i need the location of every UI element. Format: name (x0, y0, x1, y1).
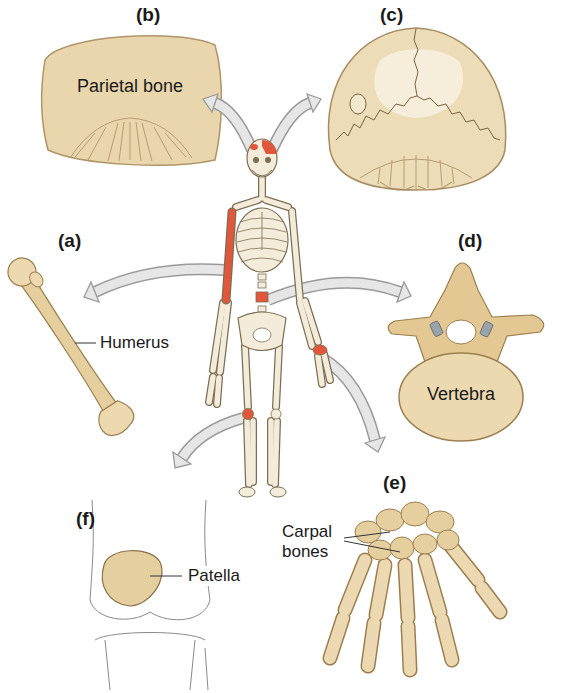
panel-letter: (d) (458, 230, 482, 252)
leader-line (75, 343, 96, 344)
bone-name: Parietal bone (77, 76, 183, 97)
leader-line (344, 532, 390, 538)
pointer-arrows (84, 94, 411, 468)
parietal-bone-drawing (42, 36, 222, 166)
panel-letter: (e) (383, 472, 406, 494)
knee-drawing (90, 500, 210, 690)
vertebra-drawing (388, 263, 544, 441)
panel-letter: (c) (380, 4, 403, 26)
hand-drawing (330, 502, 500, 670)
leader-line (344, 541, 400, 552)
skeleton-figure (209, 139, 330, 497)
panel-letter: (f) (76, 508, 95, 530)
leader-line (150, 576, 182, 577)
bone-name: Humerus (100, 333, 169, 353)
bone-name: Carpal bones (282, 522, 342, 561)
bone-name: Patella (186, 566, 242, 586)
panel-letter: (a) (58, 230, 81, 252)
bone-name: Vertebra (427, 384, 495, 405)
panel-letter: (b) (136, 4, 160, 26)
skull-posterior-drawing (328, 28, 505, 190)
